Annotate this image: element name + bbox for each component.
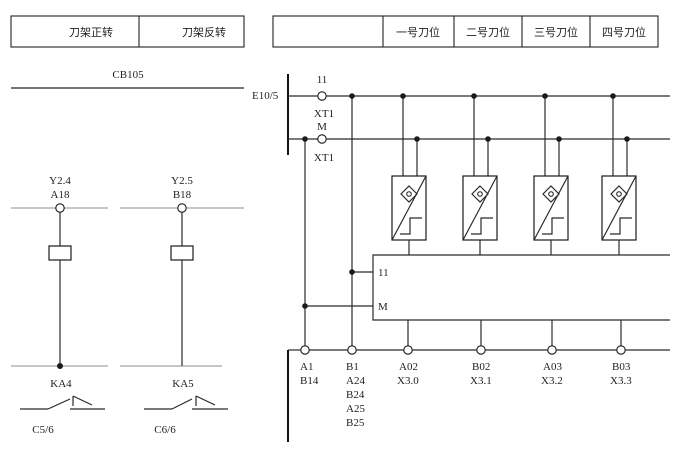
- rail-m-terminal-node: [317, 134, 327, 144]
- contact-label-c66: C6/6: [154, 424, 176, 436]
- terminal-label: B1 A24 B24 A25 B25: [346, 361, 368, 429]
- contact-ka5-symbol: [144, 395, 228, 410]
- left-header-table: 刀架正转 刀架反转: [10, 15, 245, 48]
- proximity-sensor-1: [391, 93, 427, 255]
- board-label: CB105: [112, 69, 144, 81]
- terminal-node-b18: [177, 203, 187, 213]
- junction-dot-ka4: [57, 363, 63, 369]
- terminal-label: A1 B14: [300, 361, 319, 387]
- rail-11-terminal-node: [317, 91, 327, 101]
- coil-signal-y25: Y2.5: [171, 175, 193, 187]
- relay-coil-ka5: Y2.5 B18 KA5 C6/6: [120, 175, 244, 436]
- header-tool-position-1: 一号刀位: [396, 25, 440, 39]
- terminal-label: B03 X3.3: [610, 361, 633, 387]
- coil-pin-a18: A18: [51, 189, 70, 201]
- terminal-label: B02 X3.1: [470, 361, 493, 387]
- terminal-label: A02 X3.0: [397, 361, 421, 387]
- io-module: 11 M: [302, 254, 670, 346]
- terminal-node-a03: [547, 345, 557, 355]
- bottom-bus: [287, 345, 670, 442]
- module-pin-m: M: [378, 301, 388, 313]
- connector-label-e105: E10/5: [252, 90, 279, 102]
- terminal-node-a02: [403, 345, 413, 355]
- contact-label-c56: C5/6: [32, 424, 54, 436]
- coil-signal-y24: Y2.4: [49, 175, 71, 187]
- right-header-table: 一号刀位 二号刀位 三号刀位 四号刀位: [272, 15, 659, 48]
- rail-11-name: 11: [317, 74, 328, 86]
- module-pin-11: 11: [378, 267, 389, 279]
- bottom-terminal-labels: A1 B14 B1 A24 B24 A25 B25 A02 X3.0 B02 X…: [300, 361, 633, 429]
- relay-label-ka4: KA4: [50, 378, 72, 390]
- relay-coil-ka4: Y2.4 A18 KA4 C5/6: [11, 175, 108, 436]
- proximity-sensor-3: [533, 93, 569, 255]
- rail-11-terminal: XT1: [314, 108, 334, 120]
- terminal-node-b1: [347, 345, 357, 355]
- coil-ka5-symbol: [170, 245, 194, 261]
- header-forward-rotation: 刀架正转: [69, 25, 113, 39]
- header-tool-position-4: 四号刀位: [602, 25, 646, 39]
- proximity-sensor-4: [601, 93, 637, 255]
- terminal-label: A03 X3.2: [541, 361, 565, 387]
- relay-label-ka5: KA5: [172, 378, 194, 390]
- header-reverse-rotation: 刀架反转: [182, 25, 226, 39]
- rail-m-name: M: [317, 121, 327, 133]
- terminal-node-a1: [300, 345, 310, 355]
- header-tool-position-2: 二号刀位: [466, 25, 510, 39]
- rail-m-terminal: XT1: [314, 152, 334, 164]
- coil-pin-b18: B18: [173, 189, 192, 201]
- coil-ka4-symbol: [48, 245, 72, 261]
- header-tool-position-3: 三号刀位: [534, 25, 578, 39]
- terminal-node-b02: [476, 345, 486, 355]
- terminal-node-a18: [55, 203, 65, 213]
- proximity-sensor-2: [462, 93, 498, 255]
- terminal-node-b03: [616, 345, 626, 355]
- contact-ka4-symbol: [20, 395, 105, 410]
